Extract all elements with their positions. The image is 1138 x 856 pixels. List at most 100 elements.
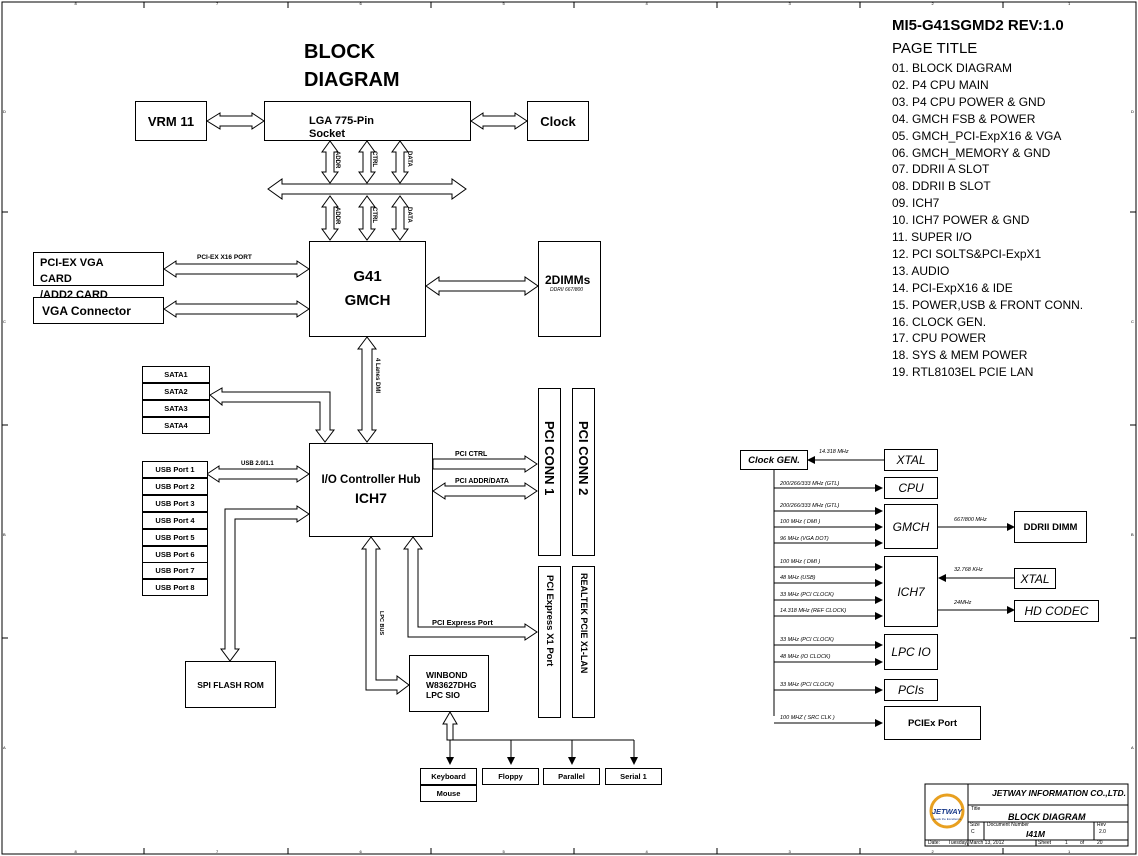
- gmch-clock-block: GMCH: [884, 504, 938, 549]
- fsb-bus-arrow: [267, 178, 467, 200]
- sata-port: SATA1: [142, 366, 210, 383]
- lpc-arrow: [361, 536, 410, 695]
- pciex-vga-line1: PCI-EX VGA: [40, 257, 104, 269]
- fsb-data-label-bottom: DATA: [406, 207, 412, 223]
- pciex16-port-label: PCI-EX X16 PORT: [197, 254, 252, 261]
- cpu-clock-block: CPU: [884, 477, 938, 499]
- fsb-addr-label-bottom: ADDR: [334, 207, 340, 225]
- clock-tree-lines: [773, 456, 1015, 727]
- dimms-block: 2DIMMs DDRII 667/800: [538, 241, 601, 337]
- clock-gen-block: Clock GEN.: [740, 450, 808, 470]
- winbond-line2: W83627DHG: [426, 680, 477, 690]
- company-name: JETWAY INFORMATION CO.,LTD.: [992, 788, 1126, 798]
- sata-port: SATA2: [142, 383, 210, 400]
- border-row-mark: D: [3, 108, 6, 114]
- page-index-item: 03. P4 CPU POWER & GND: [892, 94, 1046, 109]
- usb-port: USB Port 8: [142, 579, 208, 597]
- border-col-mark: 3: [788, 849, 791, 854]
- title-label: Title: [971, 806, 981, 812]
- fsb-addr-up: [321, 140, 339, 184]
- usb-port: USB Port 6: [142, 545, 208, 563]
- border-col-mark: 2: [931, 849, 934, 854]
- pcis-clock-block: PCIs: [884, 679, 938, 701]
- lpcio-clock-block: LPC IO: [884, 634, 938, 670]
- pcie-port-label: PCI Express Port: [432, 618, 493, 627]
- border-row-mark: A: [3, 744, 6, 750]
- border-col-mark: 7: [216, 1, 219, 6]
- winbond-line1: WINBOND: [426, 670, 468, 680]
- size-label: Size: [970, 822, 980, 828]
- fsb-addr-label-top: ADDR: [334, 151, 340, 169]
- cpu-socket-label-line2: Socket: [309, 128, 346, 140]
- xtal2-freq-label: 32.768 KHz: [954, 567, 983, 573]
- realtek-lan-label: REALTEK PCIE X1-LAN: [579, 573, 589, 674]
- winbond-line3: LPC SIO: [426, 690, 461, 700]
- page-index-item: 09. ICH7: [892, 196, 940, 211]
- border-col-mark: 6: [359, 1, 362, 6]
- border-col-mark: 2: [931, 1, 934, 6]
- border-col-mark: 5: [502, 849, 505, 854]
- keyboard-block: Keyboard: [420, 768, 477, 785]
- svg-text:Leads the Excellence: Leads the Excellence: [933, 817, 962, 821]
- usb-bus-label: USB 2.0/1.1: [241, 461, 274, 467]
- hd-codec-freq-label: 24MHz: [954, 600, 972, 606]
- clock-signal-label: 33 MHz (PCI CLOCK): [780, 592, 834, 598]
- vrm-cpu-arrow: [206, 112, 265, 130]
- vga-arrow: [163, 300, 310, 318]
- dmi-label: 4 Lanes DMI: [374, 358, 380, 394]
- clock-block: Clock: [527, 101, 589, 141]
- clock-signal-label: 100 MHZ ( SRC CLK ): [780, 715, 835, 721]
- xtal-block: XTAL: [884, 449, 938, 471]
- pcie-x1-port-block: PCI Express X1 Port: [538, 566, 561, 718]
- xtal-freq-label: 14.318 MHz: [819, 449, 849, 455]
- border-row-mark: B: [1131, 531, 1134, 537]
- cpu-socket-label: LGA 775-Pin Socket: [309, 115, 374, 141]
- xtal2-block: XTAL: [1014, 568, 1056, 589]
- ddr-freq-label: 667/800 MHz: [954, 517, 987, 523]
- border-row-mark: B: [3, 531, 6, 537]
- border-row-mark: A: [1131, 744, 1134, 750]
- clock-signal-label: 48 MHz (USB): [780, 575, 816, 581]
- border-row-mark: C: [3, 318, 6, 324]
- serial-block: Serial 1: [605, 768, 662, 785]
- rev-value: 2.0: [1099, 829, 1106, 835]
- page-index-item: 12. PCI SOLTS&PCI-ExpX1: [892, 246, 1042, 261]
- border-col-mark: 8: [74, 849, 77, 854]
- border-row-mark: D: [1131, 108, 1134, 114]
- border-col-mark: 4: [645, 1, 648, 6]
- usb-port: USB Port 2: [142, 477, 208, 495]
- fsb-ctrl-label-bottom: CTRL: [371, 207, 377, 223]
- border-col-mark: 1: [1068, 1, 1071, 6]
- gmch-dimm-arrow: [425, 276, 539, 296]
- title-block-grid: [924, 783, 1129, 847]
- cpu-socket-block: LGA 775-Pin Socket: [264, 101, 471, 141]
- pci-addr-arrow: [432, 482, 538, 500]
- ddr-dimm-block: DDRII DIMM: [1014, 511, 1087, 543]
- sata-port: SATA4: [142, 417, 210, 434]
- dimms-label: 2DIMMs: [545, 273, 591, 287]
- pci-conn2-block: PCI CONN 2: [572, 388, 595, 556]
- page-index-item: 08. DDRII B SLOT: [892, 179, 991, 194]
- sheet-of-label: of: [1080, 840, 1085, 846]
- border-col-mark: 4: [645, 849, 648, 854]
- dmi-arrow: [357, 336, 377, 443]
- page-index-item: 10. ICH7 POWER & GND: [892, 213, 1030, 228]
- clock-signal-label: 96 MHz (VGA DOT): [780, 536, 829, 542]
- page-index-item: 11. SUPER I/O: [892, 230, 972, 244]
- clock-signal-label: 100 MHz ( DMI ): [780, 519, 821, 525]
- winbond-label: WINBOND W83627DHG LPC SIO: [426, 670, 477, 700]
- usb-port: USB Port 5: [142, 528, 208, 546]
- pcie-x1-port-label: PCI Express X1 Port: [544, 575, 555, 667]
- ich7-label-line2: ICH7: [355, 490, 387, 506]
- usb-port: USB Port 3: [142, 494, 208, 512]
- page-index-item: 13. AUDIO: [892, 263, 950, 278]
- sheet-number: 1: [1065, 840, 1068, 846]
- border-col-mark: 6: [359, 849, 362, 854]
- page-index-item: 04. GMCH FSB & POWER: [892, 111, 1036, 126]
- winbond-sio-block: WINBOND W83627DHG LPC SIO: [409, 655, 489, 712]
- border-col-mark: 1: [1068, 849, 1071, 854]
- page-index-item: 07. DDRII A SLOT: [892, 162, 990, 177]
- usb-port: USB Port 1: [142, 461, 208, 478]
